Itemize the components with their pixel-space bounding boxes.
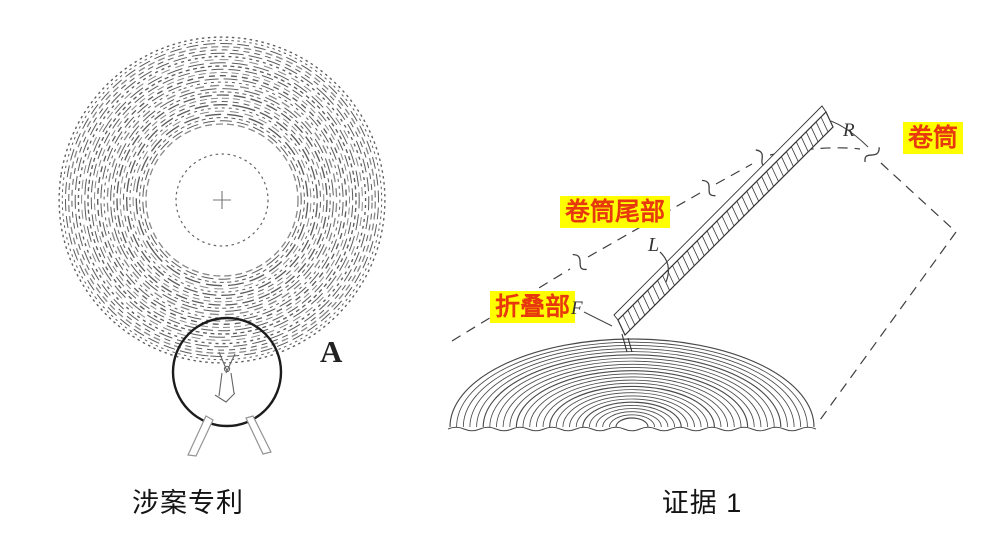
roll-perspective-drawing bbox=[447, 105, 957, 432]
coil-roll-cross-section bbox=[58, 36, 386, 457]
ref-letter-r: R bbox=[843, 120, 855, 141]
tape-end-sketch bbox=[214, 351, 236, 403]
tail-strip bbox=[613, 105, 834, 353]
strip-foot bbox=[621, 333, 633, 353]
l-pointer-curve bbox=[659, 251, 670, 283]
label-fold: 折叠部 bbox=[490, 291, 576, 323]
center-cross bbox=[213, 191, 231, 209]
ref-letter-f: F bbox=[571, 298, 583, 319]
stand-legs bbox=[187, 415, 272, 457]
f-pointer-line bbox=[583, 311, 613, 327]
label-roll-tail: 卷筒尾部 bbox=[560, 196, 671, 228]
roll-coil-arcs bbox=[447, 338, 817, 432]
detail-highlight-circle bbox=[171, 316, 283, 428]
strip-hatch bbox=[617, 111, 834, 336]
label-roll: 卷筒 bbox=[903, 122, 964, 154]
ref-letter-l: L bbox=[648, 234, 660, 256]
ref-letter-a: A bbox=[320, 334, 343, 369]
web-edge-curve bbox=[830, 120, 869, 148]
caption-right: 证据 1 bbox=[661, 488, 743, 518]
coil-rings bbox=[58, 36, 386, 364]
caption-left: 涉案专利 bbox=[132, 488, 244, 518]
